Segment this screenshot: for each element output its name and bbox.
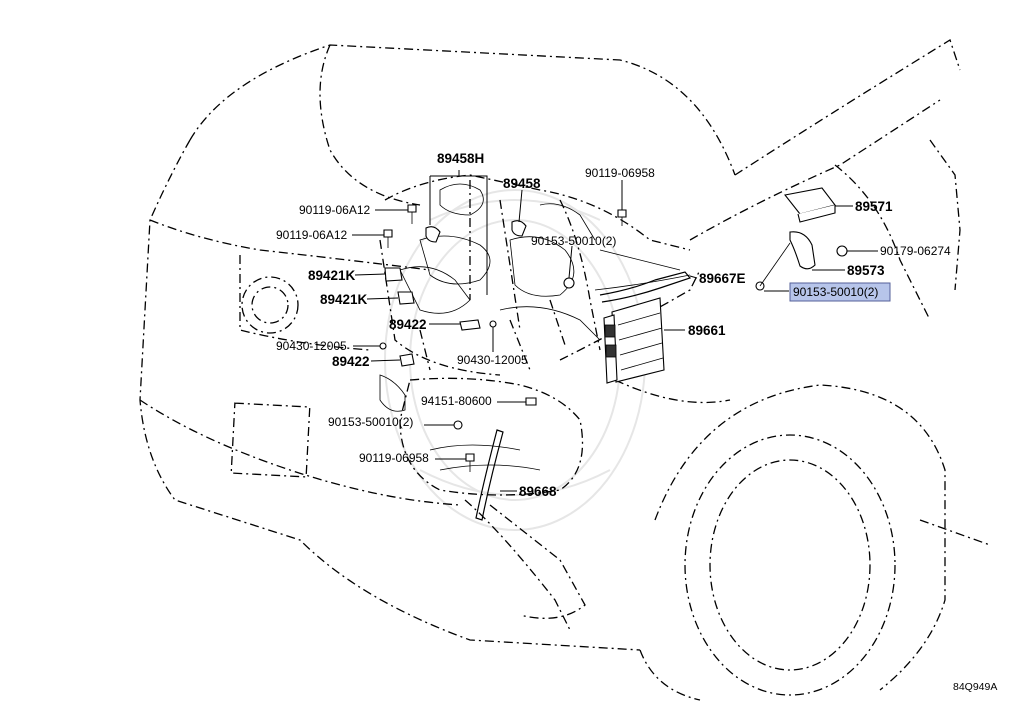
label-89661[interactable]: 89661 <box>688 323 726 338</box>
ecu-unit <box>603 297 665 384</box>
leader-lines <box>352 170 878 492</box>
front-wheel <box>654 384 946 696</box>
label-89458H[interactable]: 89458H <box>437 151 484 166</box>
label-89421K-b[interactable]: 89421K <box>320 292 368 307</box>
label-89573[interactable]: 89573 <box>847 263 885 278</box>
small-parts <box>379 204 627 472</box>
label-90119-06A12-b[interactable]: 90119-06A12 <box>276 228 348 242</box>
label-90119-06958-low[interactable]: 90119-06958 <box>359 451 429 465</box>
label-90153-50010-mid[interactable]: 90153-50010(2) <box>531 234 616 248</box>
label-89422-b[interactable]: 89422 <box>332 354 370 369</box>
label-90430-12005-b[interactable]: 90430-12005 <box>457 353 528 367</box>
label-89571[interactable]: 89571 <box>855 199 893 214</box>
engine-assembly <box>379 174 691 496</box>
vehicle-body-outline <box>139 39 991 701</box>
label-90430-12005-a[interactable]: 90430-12005 <box>276 339 347 353</box>
label-89422-a[interactable]: 89422 <box>389 317 427 332</box>
label-89668[interactable]: 89668 <box>519 484 557 499</box>
highlight-box <box>789 282 891 302</box>
diagram-code: 84Q949A <box>953 681 997 693</box>
label-89458[interactable]: 89458 <box>503 176 541 191</box>
label-94151-80600[interactable]: 94151-80600 <box>421 394 492 408</box>
wire-harnesses <box>475 271 692 521</box>
upper-right-components <box>755 187 848 291</box>
label-90119-06958-top[interactable]: 90119-06958 <box>585 166 655 180</box>
headlamp-area <box>230 255 371 478</box>
part-labels: 89458H 89458 90119-06958 90119-06A12 901… <box>276 151 951 499</box>
label-90153-50010-low[interactable]: 90153-50010(2) <box>328 415 413 429</box>
label-89421K-a[interactable]: 89421K <box>308 268 356 283</box>
label-90119-06A12-a[interactable]: 90119-06A12 <box>299 203 371 217</box>
label-90153-50010-highlighted[interactable]: 90153-50010(2) <box>793 285 878 299</box>
label-90179-06274[interactable]: 90179-06274 <box>880 244 951 258</box>
label-89667E[interactable]: 89667E <box>699 271 746 286</box>
